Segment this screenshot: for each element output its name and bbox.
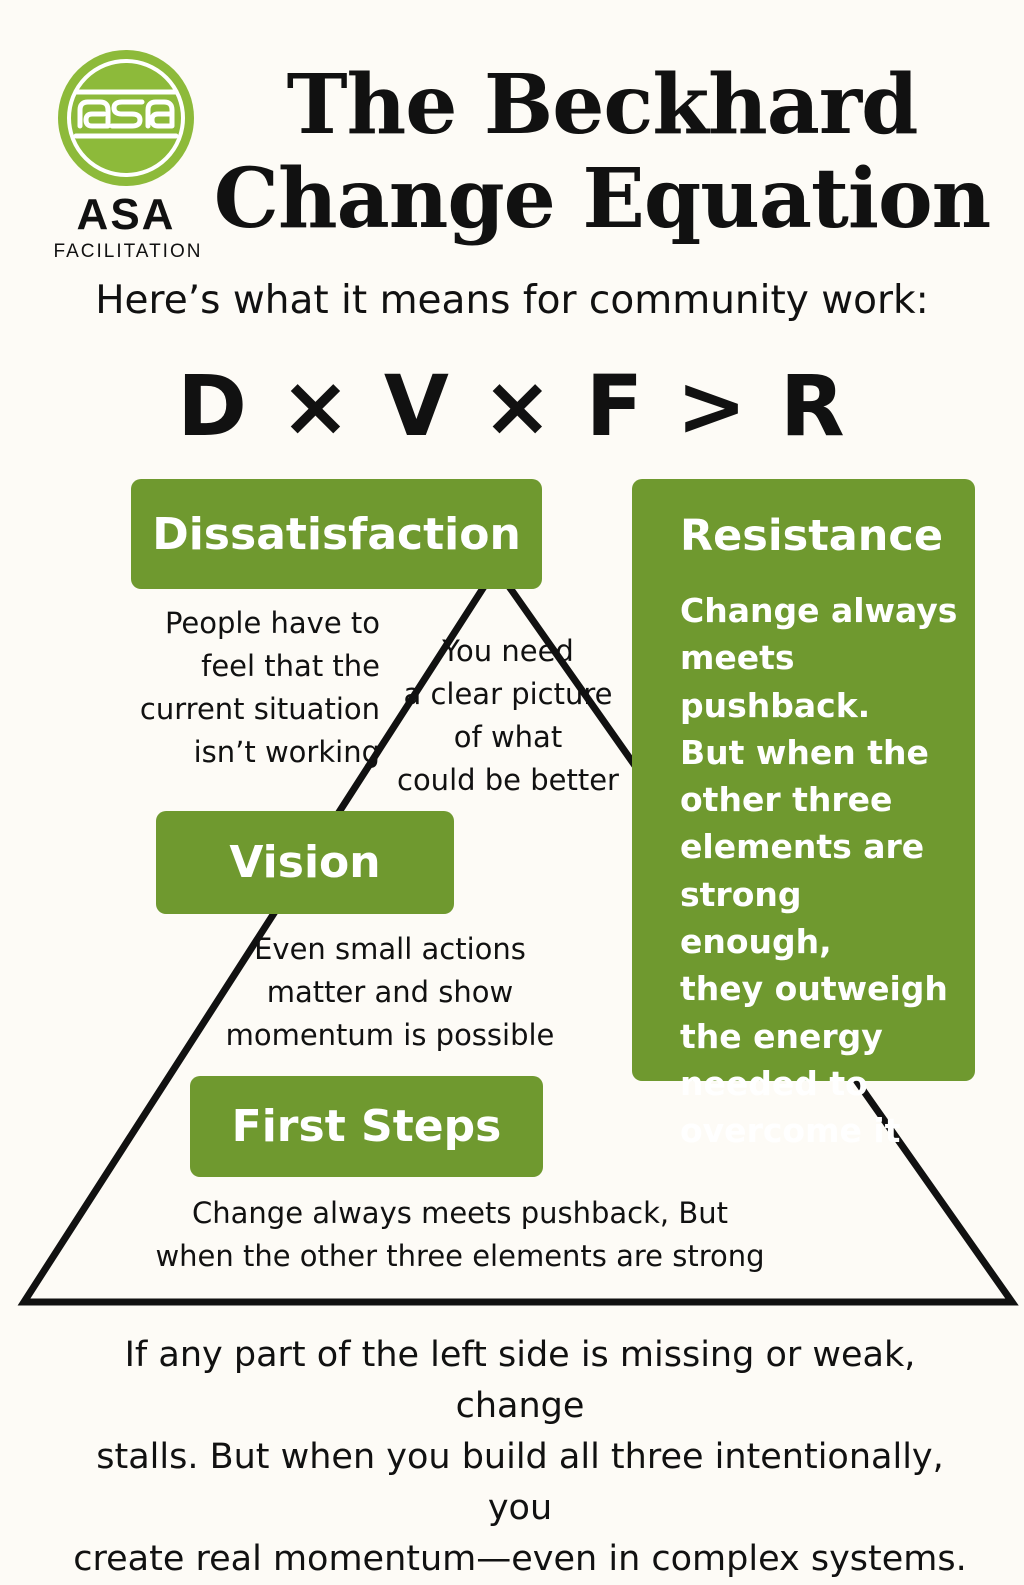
resistance-description: Change always meets pushback. But when t… — [680, 591, 958, 1151]
page-title: The Beckhard Change Equation — [213, 57, 992, 247]
resistance-box: Resistance Change always meets pushback.… — [632, 479, 975, 1150]
resistance-summary: Change always meets pushback, But when t… — [155, 1196, 765, 1273]
logo-tagline: FACILITATION — [53, 241, 203, 262]
vision-description: You need a clear picture of what could b… — [397, 634, 619, 797]
dissatisfaction-description: People have to feel that the current sit… — [139, 606, 380, 769]
first-steps-description: Even small actions matter and show momen… — [225, 932, 555, 1052]
footer-text: If any part of the left side is missing … — [73, 1335, 967, 1579]
first-steps-label: First Steps — [231, 1101, 502, 1152]
asa-logo-icon — [58, 50, 194, 186]
dissatisfaction-box: Dissatisfaction — [131, 479, 542, 589]
logo-name: ASA — [76, 190, 176, 239]
dissatisfaction-label: Dissatisfaction — [152, 508, 521, 560]
vision-box: Vision — [156, 811, 454, 914]
change-equation: D × V × F > R — [177, 357, 847, 455]
page-subtitle: Here’s what it means for community work: — [95, 278, 929, 323]
resistance-label: Resistance — [680, 511, 944, 561]
vision-label: Vision — [229, 837, 381, 888]
first-steps-box: First Steps — [190, 1076, 543, 1177]
